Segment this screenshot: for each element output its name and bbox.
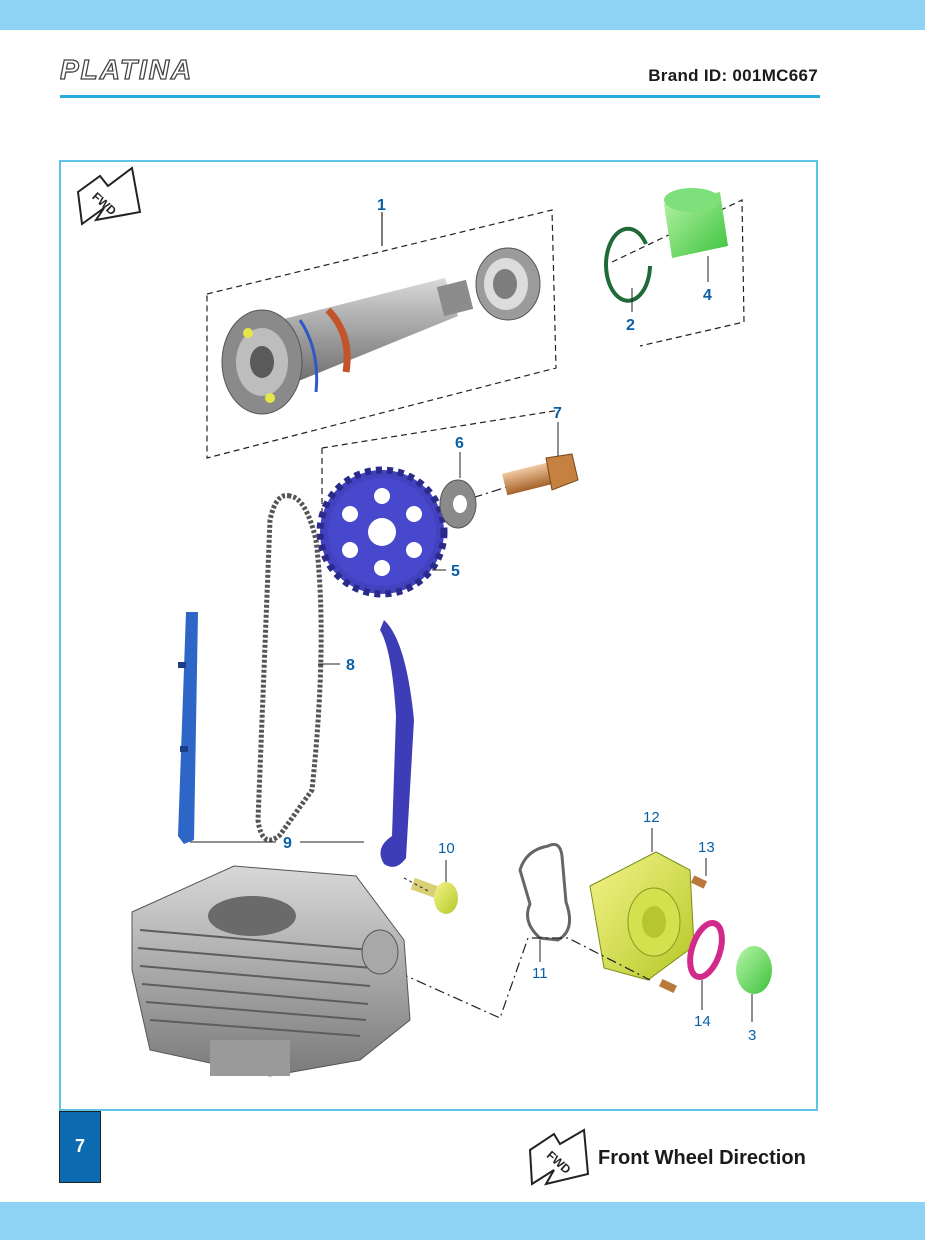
callout-12: 12 (643, 809, 660, 826)
chain-tensioner-blade (380, 620, 414, 867)
chain-guide-left (178, 612, 198, 844)
tensioner-gasket (518, 842, 572, 942)
callout-11: 11 (532, 965, 548, 982)
page-number-badge: 7 (59, 1111, 101, 1183)
circlip (604, 226, 652, 303)
green-cap-bolt (736, 946, 772, 994)
callout-6: 6 (455, 435, 464, 452)
cylinder-block (131, 865, 411, 1077)
camshaft (221, 278, 474, 415)
tensioner-housing (589, 851, 695, 981)
callout-4: 4 (703, 287, 712, 304)
svg-text:PLATINA: PLATINA (60, 54, 193, 84)
tensioner-bolt (410, 877, 458, 914)
callout-9: 9 (283, 835, 292, 852)
callout-1: 1 (377, 197, 386, 214)
assembly-centerline (361, 937, 651, 1019)
fwd-legend-icon: FWD (528, 1128, 590, 1186)
brand-id: Brand ID: 001MC667 (648, 66, 818, 85)
fwd-arrow-icon: FWD (76, 166, 142, 226)
callout-14: 14 (694, 1013, 711, 1030)
green-sleeve (664, 188, 728, 258)
callout-13: 13 (698, 839, 715, 856)
housing-bolt-bottom (659, 978, 677, 994)
ball-bearing (475, 247, 541, 321)
bottom-color-band (0, 1202, 925, 1240)
platina-logo: PLATINA (60, 54, 193, 84)
flange-bolt (502, 453, 579, 496)
cam-chain (255, 493, 324, 843)
page-number: 7 (74, 1136, 85, 1156)
header-divider (60, 95, 820, 98)
top-color-band (0, 0, 925, 30)
callout-3: 3 (748, 1027, 756, 1044)
exploded-diagram-frame (59, 160, 818, 1111)
callout-10: 10 (438, 840, 455, 857)
callout-5: 5 (451, 563, 460, 580)
cam-sprocket (316, 466, 448, 598)
callout-2: 2 (626, 317, 635, 334)
camshaft-group-outline (206, 209, 557, 459)
callout-7: 7 (553, 405, 562, 422)
callout-8: 8 (346, 657, 355, 674)
washer (439, 479, 477, 529)
front-wheel-direction-label: Front Wheel Direction (598, 1147, 806, 1169)
housing-bolt-top (690, 875, 708, 889)
o-ring (687, 920, 725, 980)
